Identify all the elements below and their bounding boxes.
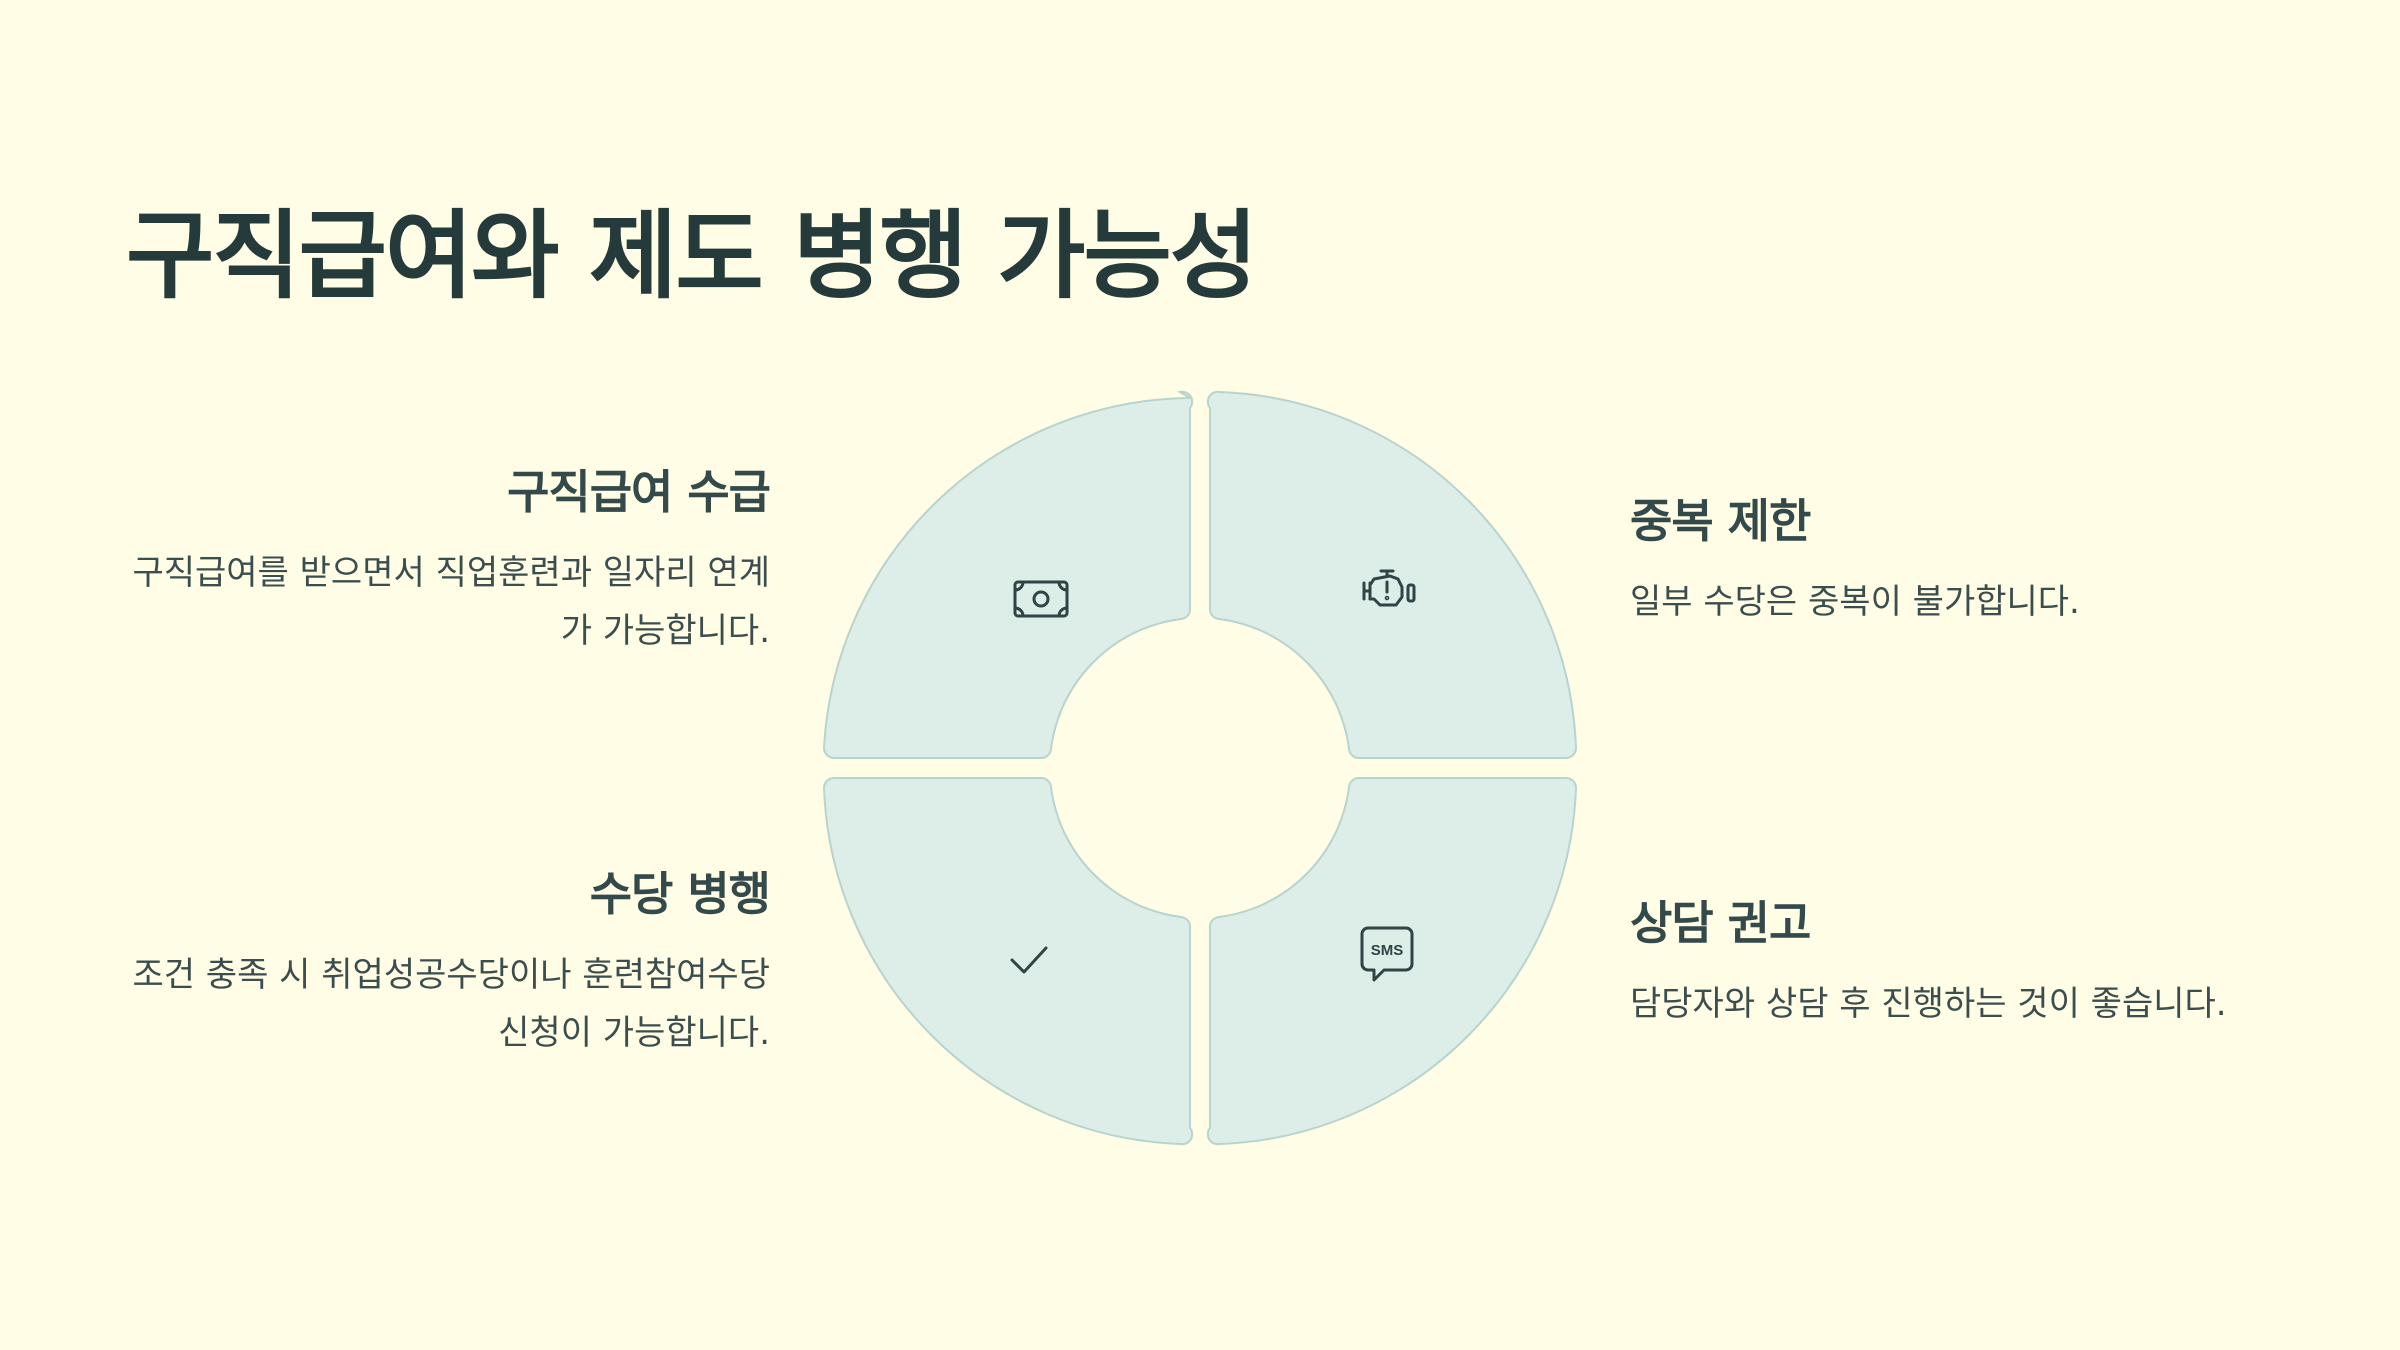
item-job-seeking-benefit: 구직급여 수급 구직급여를 받으면서 직업훈련과 일자리 연계가 가능합니다. (130, 462, 771, 660)
segment-bottom-left (822, 776, 1194, 1146)
item-allowance-combination: 수당 병행 조건 충족 시 취업성공수당이나 훈련참여수당 신청이 가능합니다. (130, 864, 771, 1062)
segment-top-right (1206, 390, 1578, 760)
item-description: 담당자와 상담 후 진행하는 것이 좋습니다. (1630, 984, 2227, 1024)
item-description: 조건 충족 시 취업성공수당이나 훈련참여수당 신청이 가능합니다. (132, 955, 770, 1053)
checkmark-icon (1010, 946, 1048, 974)
quadrant-ring-diagram: SMS (822, 390, 1578, 1146)
segment-top-left (822, 390, 1194, 760)
engine-warning-icon (1362, 569, 1416, 607)
item-description: 구직급여를 받으면서 직업훈련과 일자리 연계가 가능합니다. (132, 553, 770, 651)
item-heading: 수당 병행 (589, 867, 771, 921)
item-description: 일부 수당은 중복이 불가합니다. (1630, 582, 2080, 622)
item-consultation-advice: 상담 권고 담당자와 상담 후 진행하는 것이 좋습니다. (1630, 893, 2270, 1033)
item-heading: 중복 제한 (1630, 494, 1811, 548)
item-duplication-limit: 중복 제한 일부 수당은 중복이 불가합니다. (1630, 491, 2270, 631)
sms-icon: SMS (1360, 926, 1414, 982)
item-heading: 상담 권고 (1630, 896, 1811, 950)
banknote-icon (1013, 580, 1069, 618)
page-title: 구직급여와 제도 병행 가능성 (126, 200, 1258, 312)
item-heading: 구직급여 수급 (507, 465, 771, 519)
segment-bottom-right (1206, 776, 1578, 1146)
sms-icon-label: SMS (1371, 942, 1404, 959)
